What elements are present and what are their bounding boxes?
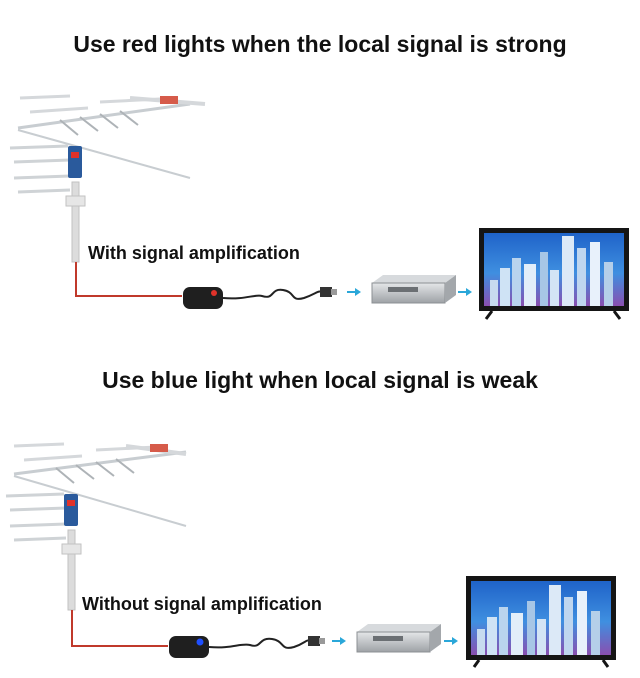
coax-cable [75, 262, 182, 297]
heading-strong-signal: Use red lights when the local signal is … [73, 31, 567, 57]
amplifier-icon [183, 287, 223, 309]
amplifier-icon [169, 636, 209, 658]
arrow-right-icon [347, 288, 361, 296]
receiver-box-icon [371, 275, 456, 304]
usb-cable-icon [222, 287, 337, 300]
tv-icon [466, 576, 616, 668]
label-without-amplification: Without signal amplification [82, 594, 322, 614]
coax-cable [71, 610, 168, 647]
arrow-right-icon [458, 288, 472, 296]
antenna-icon [9, 94, 206, 263]
arrow-right-icon [444, 637, 458, 645]
arrow-right-icon [332, 637, 346, 645]
label-with-amplification: With signal amplification [88, 243, 300, 263]
heading-weak-signal: Use blue light when local signal is weak [102, 367, 538, 393]
receiver-box-icon [356, 624, 441, 653]
antenna-icon [5, 442, 187, 611]
usb-cable-icon [208, 636, 325, 649]
tv-icon [479, 228, 629, 320]
